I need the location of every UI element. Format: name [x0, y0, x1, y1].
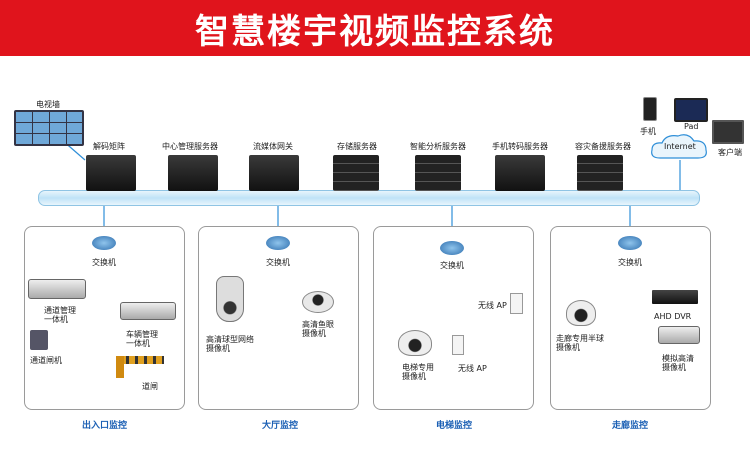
switch-icon	[440, 241, 464, 255]
zone-caption-lobby: 大厅监控	[262, 421, 299, 431]
fisheye-label: 高清鱼眼 摄像机	[302, 320, 334, 338]
analysis-server-icon	[415, 155, 461, 191]
pad-icon	[674, 98, 708, 122]
zone-panel-elevator	[373, 226, 534, 410]
media-gateway-label: 流媒体网关	[253, 142, 293, 151]
title-banner: 智慧楼宇视频监控系统	[0, 0, 750, 56]
storage-server-icon	[333, 155, 379, 191]
barrier-gate-icon	[120, 356, 164, 364]
tv-wall-icon	[14, 110, 84, 146]
barrier-post-icon	[116, 356, 124, 378]
switch-label: 交换机	[266, 258, 290, 267]
tv-wall-label: 电视墙	[36, 100, 60, 109]
switch-label: 交换机	[92, 258, 116, 267]
dvr-label: AHD DVR	[654, 312, 692, 321]
fisheye-camera-icon	[302, 291, 334, 313]
switch-label: 交换机	[440, 261, 464, 270]
analog-camera-label: 模拟高清 摄像机	[662, 354, 694, 372]
wireless-ap-icon	[510, 293, 523, 314]
zone-caption-entrance: 出入口监控	[82, 421, 128, 431]
media-gateway-icon	[249, 155, 299, 191]
turnstile-label: 通道闸机	[30, 356, 62, 365]
wireless-ap-icon	[452, 335, 464, 355]
storage-label: 存储服务器	[337, 142, 377, 151]
switch-icon	[618, 236, 642, 250]
center-server-icon	[168, 155, 218, 191]
diagram-title: 智慧楼宇视频监控系统	[195, 11, 555, 52]
center-server-label: 中心管理服务器	[162, 142, 218, 151]
bullet-camera-icon	[120, 302, 176, 320]
half-dome-camera-icon	[566, 300, 596, 326]
turnstile-icon	[30, 330, 48, 350]
client-pc-icon	[712, 120, 744, 144]
dvr-icon	[652, 290, 698, 304]
switch-icon	[266, 236, 290, 250]
decoder-label: 解码矩阵	[93, 142, 125, 151]
phone-icon	[643, 97, 657, 121]
backup-server-icon	[577, 155, 623, 191]
zone-caption-elevator: 电梯监控	[436, 421, 473, 431]
mobile-transcode-server-icon	[495, 155, 545, 191]
elevator-camera-icon	[398, 330, 432, 356]
switch-icon	[92, 236, 116, 250]
switch-label: 交换机	[618, 258, 642, 267]
ptz-dome-label: 高清球型网络 摄像机	[206, 335, 254, 353]
vehicle-camera-label: 车辆管理 一体机	[126, 330, 158, 348]
internet-cloud-icon	[648, 132, 710, 162]
decoder-server-icon	[86, 155, 136, 191]
analysis-label: 智能分析服务器	[410, 142, 466, 151]
entrance-camera-label: 通道管理 一体机	[44, 306, 76, 324]
pad-label: Pad	[684, 122, 699, 131]
internet-label: Internet	[664, 142, 696, 151]
barrier-label: 道闸	[142, 382, 158, 391]
network-backbone	[38, 190, 700, 206]
ptz-dome-camera-icon	[216, 276, 244, 322]
analog-bullet-camera-icon	[658, 326, 700, 344]
backup-label: 容灾备援服务器	[575, 142, 631, 151]
elevator-camera-label: 电梯专用 摄像机	[402, 363, 434, 381]
zone-caption-corridor: 走廊监控	[612, 421, 649, 431]
mobile-transcode-label: 手机转码服务器	[492, 142, 548, 151]
phone-label: 手机	[640, 127, 656, 136]
wireless-ap-label: 无线 AP	[478, 301, 507, 310]
wireless-ap-label: 无线 AP	[458, 364, 487, 373]
client-label: 客户端	[718, 148, 742, 157]
half-dome-label: 走廊专用半球 摄像机	[556, 334, 604, 352]
bullet-camera-icon	[28, 279, 86, 299]
